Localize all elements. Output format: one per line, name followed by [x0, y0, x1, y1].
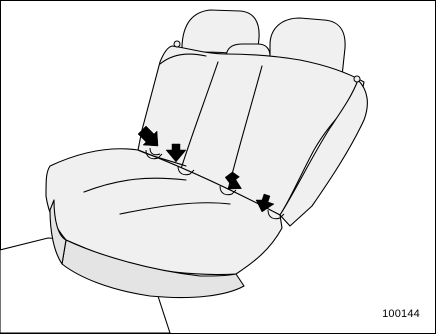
seat-latch-right-icon	[354, 76, 360, 82]
seat-latch-left-icon	[174, 41, 180, 47]
figure-number: 100144	[382, 308, 420, 320]
